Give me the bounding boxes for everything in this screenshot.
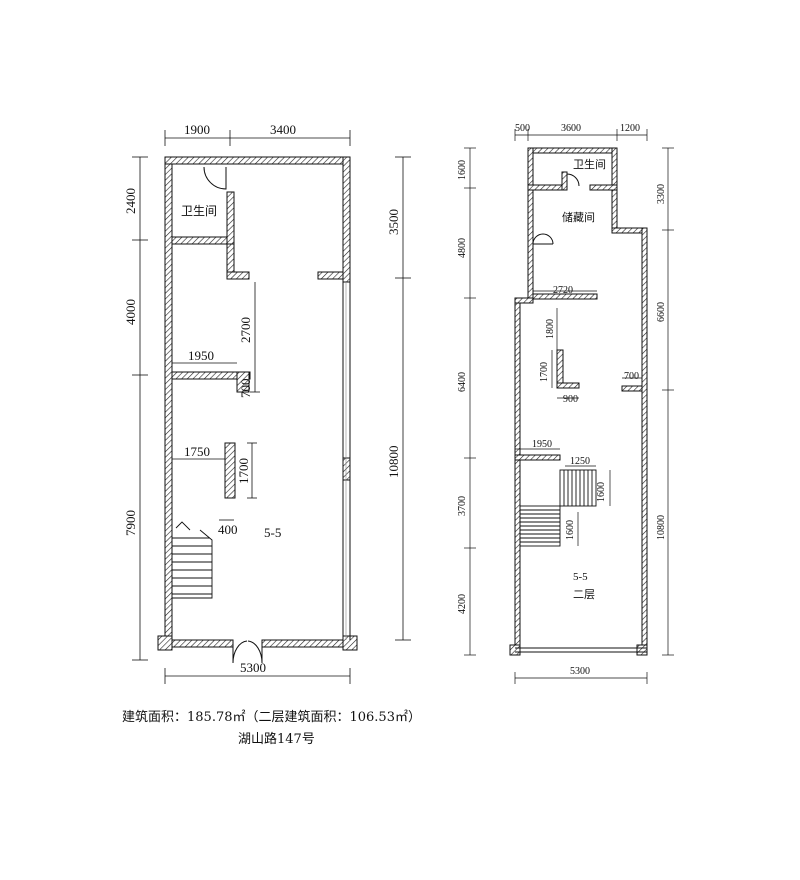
bath-door-swing <box>203 166 227 190</box>
dim-top-1900: 1900 <box>184 122 210 137</box>
dim2-inner-900: 900 <box>563 394 578 405</box>
dim2-inner-1950: 1950 <box>532 439 552 450</box>
dim2-inner-1250: 1250 <box>570 456 590 467</box>
dim-inner-1700: 1700 <box>236 458 251 484</box>
dim2-inner-700: 700 <box>624 371 639 382</box>
ground-floor-stairs <box>171 521 213 599</box>
second-floor-plan: 500 3600 1200 1600 4800 6400 3700 4200 3… <box>457 123 674 684</box>
dim2-top-500: 500 <box>515 123 530 134</box>
dim2-top-3600: 3600 <box>561 123 581 134</box>
dim-left-4000: 4000 <box>123 299 138 325</box>
dim-inner-1750: 1750 <box>184 444 210 459</box>
dim2-left-3700: 3700 <box>457 496 468 516</box>
dim-inner-700: 700 <box>238 379 253 399</box>
ground-floor-plan: 1900 3400 2400 4000 7900 3500 10800 5300… <box>123 122 411 684</box>
dim2-left-4800: 4800 <box>457 238 468 258</box>
second-floor-walls <box>509 147 648 656</box>
dim2-left-6400: 6400 <box>457 372 468 392</box>
dim2-right-6600: 6600 <box>656 302 667 322</box>
bath-door-swing-2 <box>566 173 580 187</box>
unit-label: 5-5 <box>264 525 281 540</box>
dim2-right-3300: 3300 <box>656 184 667 204</box>
room-label-bath-2: 卫生间 <box>573 157 606 171</box>
dim2-inner-1600b: 1600 <box>565 520 576 540</box>
ground-floor-walls <box>157 156 358 651</box>
dim-top-3400: 3400 <box>270 122 296 137</box>
dim-left-7900: 7900 <box>123 510 138 536</box>
dim2-inner-1800: 1800 <box>545 319 556 339</box>
dim2-right-10800: 10800 <box>656 515 667 540</box>
room-label-bath: 卫生间 <box>181 204 217 218</box>
room-label-storage: 储藏间 <box>562 210 595 224</box>
second-floor-dimension-lines <box>464 129 674 684</box>
second-floor-stairs <box>519 469 597 547</box>
storage-door <box>532 233 554 245</box>
dim-left-2400: 2400 <box>123 188 138 214</box>
entrance-door <box>232 640 263 664</box>
address-caption: 湖山路147号 <box>238 732 315 747</box>
dim2-inner-1600a: 1600 <box>596 482 607 502</box>
dim-inner-2700: 2700 <box>238 317 253 343</box>
dim2-left-4200: 4200 <box>457 594 468 614</box>
dim2-inner-1700: 1700 <box>539 362 550 382</box>
dim-inner-1950: 1950 <box>188 348 214 363</box>
dim2-bottom-5300: 5300 <box>570 666 590 677</box>
unit-label-2: 5-5 <box>573 571 588 583</box>
ground-floor-dimension-lines <box>132 130 411 684</box>
dim2-left-1600: 1600 <box>457 160 468 180</box>
dim2-inner-2720: 2720 <box>553 285 573 296</box>
dim-right-10800: 10800 <box>386 446 401 479</box>
floor-label: 二层 <box>573 588 595 601</box>
dim2-top-1200: 1200 <box>620 123 640 134</box>
area-caption: 建筑面积：185.78㎡（二层建筑面积：106.53㎡） <box>122 710 421 725</box>
dim-bottom-5300: 5300 <box>240 660 266 675</box>
dim-right-3500: 3500 <box>386 209 401 235</box>
dim-inner-400: 400 <box>218 522 238 537</box>
